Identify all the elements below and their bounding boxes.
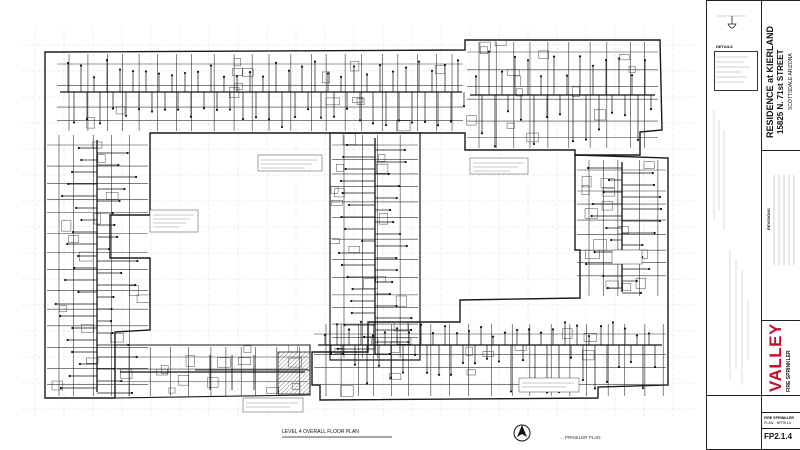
plan-title: LEVEL 4 OVERALL FLOOR PLAN xyxy=(282,429,359,435)
floor-plan-drawing xyxy=(22,28,695,442)
details-table xyxy=(714,51,758,91)
sheet-title-line1: FIRE SPRINKLER xyxy=(764,416,794,420)
project-name: RESIDENCE at KIERLAND xyxy=(765,25,775,138)
details-table-lines xyxy=(716,56,750,83)
plan-title-right: ... PRINKLER PLAN xyxy=(560,435,601,440)
building-outline xyxy=(44,39,669,401)
revisions-table xyxy=(773,175,795,265)
sprinkler-heads xyxy=(54,50,663,395)
sprinkler-detail-icon xyxy=(718,15,746,29)
title-block-notes xyxy=(713,110,749,385)
sheet-number: FP2.1.4 xyxy=(764,432,793,441)
unit-partitions xyxy=(47,39,666,397)
title-block-border xyxy=(706,0,707,450)
contractor-brand: VALLEY xyxy=(766,323,785,392)
project-address: 15825 N. 71st STREET xyxy=(776,49,785,134)
sprinkler-piping xyxy=(55,51,662,394)
details-heading: DETAILS xyxy=(716,44,733,49)
sheet-title-line2: PLAN - NFPA 13 xyxy=(764,421,791,425)
revisions-heading: REVISIONS xyxy=(766,208,771,230)
project-city: SCOTTSDALE ARIZONA xyxy=(788,53,794,110)
north-arrow-icon xyxy=(513,424,531,442)
contractor-line2: FIRE SPRINKLER xyxy=(786,350,792,392)
